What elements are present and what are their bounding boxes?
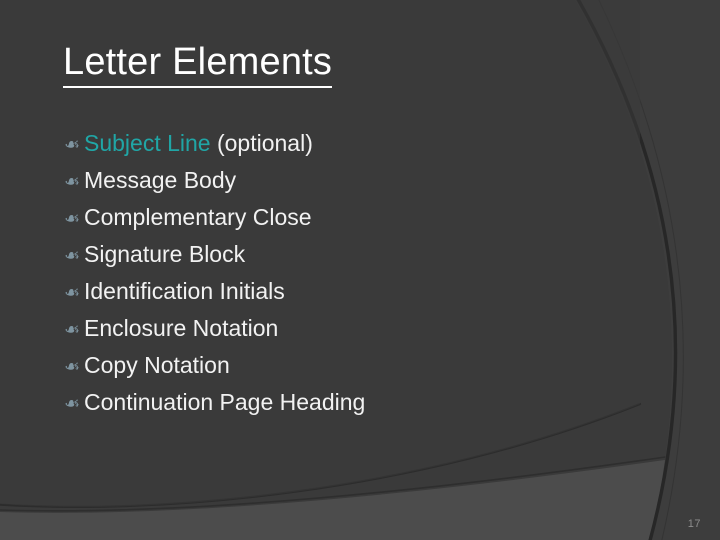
list-item: ❧Signature Block [60,239,670,276]
page-number: 17 [687,518,701,530]
bottom-band [0,452,720,540]
floral-heart-bullet-icon: ❧ [64,357,80,378]
floral-heart-bullet-icon: ❧ [64,320,80,341]
floral-heart-bullet-icon: ❧ [64,394,80,415]
letter-elements-list: ❧Subject Line (optional)❧Message Body❧Co… [60,128,670,424]
list-item-text: Continuation Page Heading [84,389,366,415]
list-item: ❧Identification Initials [60,276,670,313]
list-item: ❧Copy Notation [60,350,670,387]
list-item-label: Complementary Close [84,202,312,233]
list-item-text: Signature Block [84,241,246,267]
title-block: Letter Elements [63,42,663,88]
list-item: ❧Subject Line (optional) [60,128,670,165]
list-item: ❧Complementary Close [60,202,670,239]
list-item-label: Continuation Page Heading [84,387,365,418]
list-item-text: Copy Notation [84,352,230,378]
list-item: ❧Message Body [60,165,670,202]
list-item-suffix: (optional) [210,130,313,156]
list-item-label: Message Body [84,165,236,196]
list-item-label: Copy Notation [84,350,230,381]
page-title: Letter Elements [63,42,333,88]
list-item-text: Enclosure Notation [84,315,279,341]
list-item-label: Enclosure Notation [84,313,278,344]
list-item: ❧Continuation Page Heading [60,387,670,424]
list-item-label: Identification Initials [84,276,285,307]
list-item-text: Subject Line [84,130,211,156]
list-item-label: Subject Line (optional) [84,128,313,159]
list-item-label: Signature Block [84,239,245,270]
floral-heart-bullet-icon: ❧ [64,172,80,193]
list-item: ❧Enclosure Notation [60,313,670,350]
right-edge-strip [706,0,720,540]
floral-heart-bullet-icon: ❧ [64,135,80,156]
bottom-band-curve [0,448,720,512]
list-item-text: Complementary Close [84,204,312,230]
floral-heart-bullet-icon: ❧ [64,283,80,304]
floral-heart-bullet-icon: ❧ [64,209,80,230]
bottom-light-wedge [300,452,720,540]
floral-heart-bullet-icon: ❧ [64,246,80,267]
list-item-text: Identification Initials [84,278,285,304]
list-item-text: Message Body [84,167,237,193]
